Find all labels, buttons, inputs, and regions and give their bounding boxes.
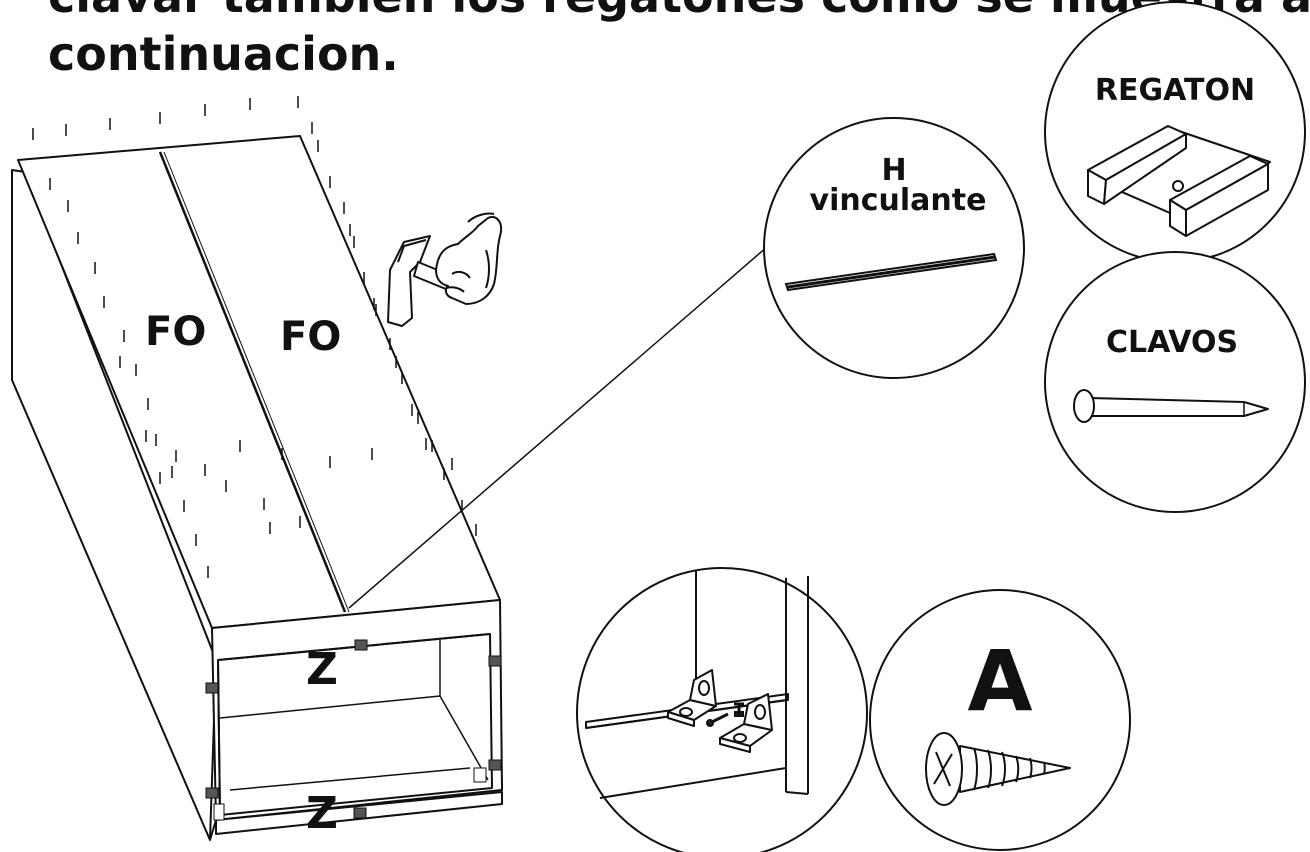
instruction-line-2: continuacion. <box>48 27 399 81</box>
rail-label-z-top: Z <box>306 644 338 695</box>
clavos-label: CLAVOS <box>1106 325 1238 360</box>
small-screw-icon <box>706 702 744 727</box>
regaton-glide-icon <box>1087 125 1271 237</box>
instruction-line-1: clavar tambien los regatones como se mue… <box>48 0 1310 22</box>
nail-marks <box>32 96 477 578</box>
regaton-callout: REGATON <box>1044 1 1306 263</box>
screw-a-label: A <box>967 632 1032 730</box>
frame-connectors <box>205 639 502 821</box>
panel-joint-line <box>158 151 347 613</box>
h-vinculante-leader <box>348 239 776 609</box>
h-vinculante-callout: H vinculante <box>763 117 1025 379</box>
h-vinculante-label-line-1: H <box>881 153 906 188</box>
hammer-icon <box>387 212 502 327</box>
regaton-label: REGATON <box>1095 73 1255 108</box>
screw-a-callout: A <box>869 589 1131 851</box>
nail-icon <box>1073 389 1269 423</box>
cabinet <box>11 135 503 841</box>
middle-shelf <box>219 695 441 719</box>
panel-label-fo-right: FO <box>280 314 341 360</box>
panel-label-fo-left: FO <box>145 309 206 355</box>
bracket-detail-callout <box>576 567 868 852</box>
clavos-callout: CLAVOS <box>1044 251 1306 513</box>
h-vinculante-label-line-2: vinculante <box>810 183 987 218</box>
h-vinculante-strip-icon <box>784 252 998 292</box>
rail-label-z-bottom: Z <box>306 788 338 839</box>
corner-bracket-icon <box>667 669 773 753</box>
screw-icon <box>925 732 1071 806</box>
